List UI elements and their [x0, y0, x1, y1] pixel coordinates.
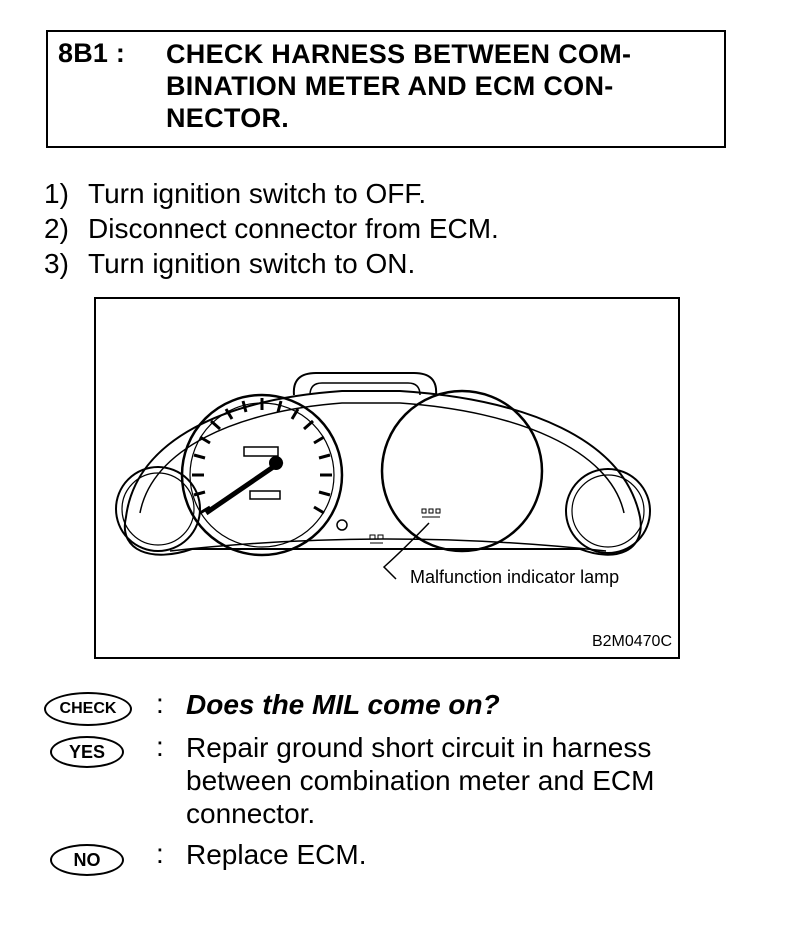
- instruction-item: 1) Turn ignition switch to OFF.: [44, 176, 499, 211]
- instruction-item: 2) Disconnect connector from ECM.: [44, 211, 499, 246]
- figure-id: B2M0470C: [591, 633, 672, 650]
- separator: :: [156, 688, 164, 719]
- check-question: Does the MIL come on?: [186, 689, 500, 720]
- instruction-list: 1) Turn ignition switch to OFF. 2) Disco…: [44, 176, 499, 281]
- step-header: 8B1 : CHECK HARNESS BETWEEN COM- BINATIO…: [46, 30, 726, 148]
- no-answer: Replace ECM.: [186, 839, 367, 870]
- check-badge-label: CHECK: [59, 700, 117, 717]
- instruction-number: 3): [44, 248, 69, 279]
- check-badge: CHECK: [44, 692, 132, 726]
- instruction-text: Turn ignition switch to ON.: [88, 248, 416, 279]
- step-title-line: CHECK HARNESS BETWEEN COM-: [166, 39, 632, 69]
- combination-meter-illustration: [115, 372, 651, 580]
- instruction-number: 2): [44, 213, 69, 244]
- separator: :: [156, 731, 164, 762]
- yes-answer: Repair ground short circuit in harness b…: [186, 731, 728, 830]
- yes-answer-line: Repair ground short circuit in harness: [186, 732, 652, 763]
- no-badge-label: NO: [73, 850, 101, 870]
- combination-meter-figure: Malfunction indicator lamp B2M0470C: [94, 297, 680, 659]
- instruction-text: Turn ignition switch to OFF.: [88, 178, 427, 209]
- separator: :: [156, 838, 164, 869]
- instruction-number: 1): [44, 178, 69, 209]
- step-title: CHECK HARNESS BETWEEN COM- BINATION METE…: [166, 38, 711, 134]
- instruction-item: 3) Turn ignition switch to ON.: [44, 246, 499, 281]
- yes-badge-label: YES: [68, 742, 106, 762]
- yes-answer-line: connector.: [186, 798, 316, 829]
- callout-label: Malfunction indicator lamp: [410, 567, 620, 587]
- instruction-text: Disconnect connector from ECM.: [88, 213, 499, 244]
- yes-answer-line: between combination meter and ECM: [186, 765, 655, 796]
- step-code: 8B1 :: [58, 38, 126, 68]
- step-title-line: NECTOR.: [166, 103, 290, 133]
- yes-badge: YES: [50, 736, 124, 768]
- step-title-line: BINATION METER AND ECM CON-: [166, 71, 614, 101]
- no-badge: NO: [50, 844, 124, 876]
